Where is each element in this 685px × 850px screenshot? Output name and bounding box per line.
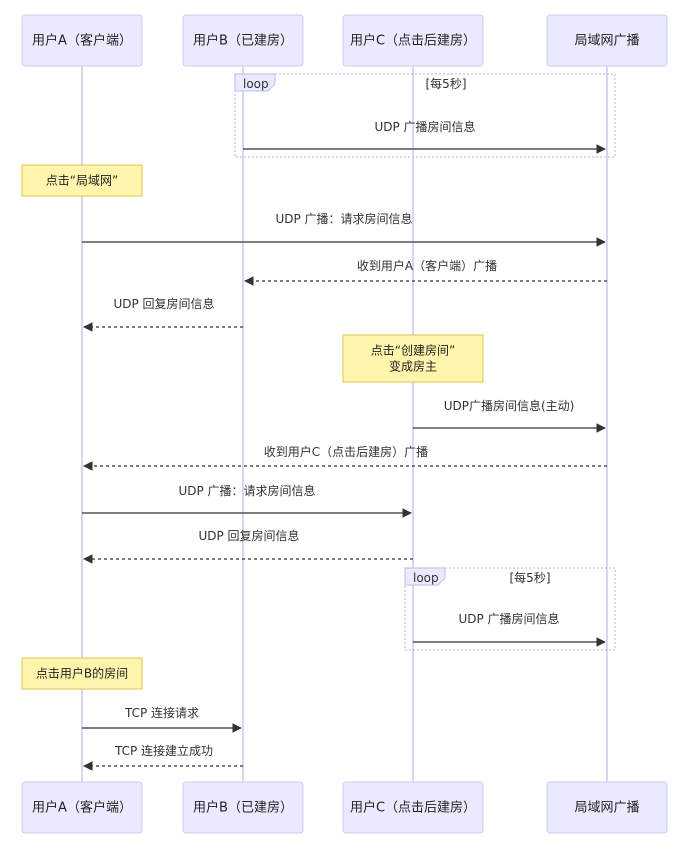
- actor-a-bottom: 用户A（客户端）: [21, 781, 143, 834]
- message-2-label: 收到用户A（客户端）广播: [357, 258, 497, 273]
- note-click-lan: 点击“局域网”: [21, 164, 143, 197]
- actor-c-bottom: 用户C（点击后建房）: [342, 781, 484, 834]
- message-6-label: UDP 广播：请求房间信息: [178, 483, 315, 498]
- message-8: TCP 连接请求: [82, 705, 242, 733]
- loop-frame-1: loop [每5秒] UDP 广播房间信息: [234, 73, 616, 158]
- note-2-line-1: 点击“创建房间”: [371, 343, 455, 358]
- actor-l-bottom: 局域网广播: [546, 781, 668, 834]
- loop-1-condition: [每5秒]: [426, 76, 467, 91]
- note-3-text: 点击用户B的房间: [36, 666, 128, 681]
- note-click-room-b: 点击用户B的房间: [21, 657, 143, 690]
- loop-2-message-label: UDP 广播房间信息: [458, 611, 559, 626]
- message-1-label: UDP 广播：请求房间信息: [275, 211, 412, 226]
- loop-1-label: loop: [243, 77, 269, 91]
- note-1-text: 点击“局域网”: [46, 174, 118, 188]
- message-4: UDP广播房间信息(主动): [413, 398, 606, 433]
- actor-c-top: 用户C（点击后建房）: [342, 14, 484, 67]
- message-6: UDP 广播：请求房间信息: [82, 483, 412, 518]
- actor-a-label: 用户A（客户端）: [32, 33, 132, 49]
- loop-frame-2: loop [每5秒] UDP 广播房间信息: [404, 567, 616, 651]
- message-8-label: TCP 连接请求: [124, 705, 199, 720]
- message-3: UDP 回复房间信息: [83, 296, 243, 332]
- actor-c-label: 用户C（点击后建房）: [350, 33, 476, 49]
- message-9: TCP 连接建立成功: [83, 743, 243, 771]
- actor-c-bottom-label: 用户C（点击后建房）: [350, 800, 476, 816]
- actor-b-top: 用户B（已建房）: [182, 14, 304, 67]
- message-7-label: UDP 回复房间信息: [198, 528, 299, 543]
- message-7: UDP 回复房间信息: [83, 528, 413, 564]
- loop-1-message-label: UDP 广播房间信息: [374, 119, 475, 134]
- actor-b-bottom-label: 用户B（已建房）: [193, 800, 293, 816]
- message-3-label: UDP 回复房间信息: [113, 296, 214, 311]
- message-5: 收到用户C（点击后建房）广播: [83, 444, 607, 471]
- actor-b-label: 用户B（已建房）: [193, 33, 293, 49]
- message-2: 收到用户A（客户端）广播: [244, 258, 607, 286]
- actor-b-bottom: 用户B（已建房）: [182, 781, 304, 834]
- loop-2-label: loop: [413, 571, 439, 585]
- note-create-room: 点击“创建房间” 变成房主: [342, 334, 484, 383]
- message-1: UDP 广播：请求房间信息: [82, 211, 606, 247]
- actor-a-top: 用户A（客户端）: [21, 14, 143, 67]
- loop-2-condition: [每5秒]: [510, 570, 551, 585]
- actor-a-bottom-label: 用户A（客户端）: [32, 800, 132, 816]
- note-2-line-2: 变成房主: [389, 359, 437, 374]
- message-9-label: TCP 连接建立成功: [114, 743, 213, 758]
- message-4-label: UDP广播房间信息(主动): [444, 398, 575, 413]
- actor-l-bottom-label: 局域网广播: [574, 801, 639, 816]
- message-5-label: 收到用户C（点击后建房）广播: [264, 444, 428, 459]
- actor-l-label: 局域网广播: [574, 34, 639, 49]
- actor-l-top: 局域网广播: [546, 14, 668, 67]
